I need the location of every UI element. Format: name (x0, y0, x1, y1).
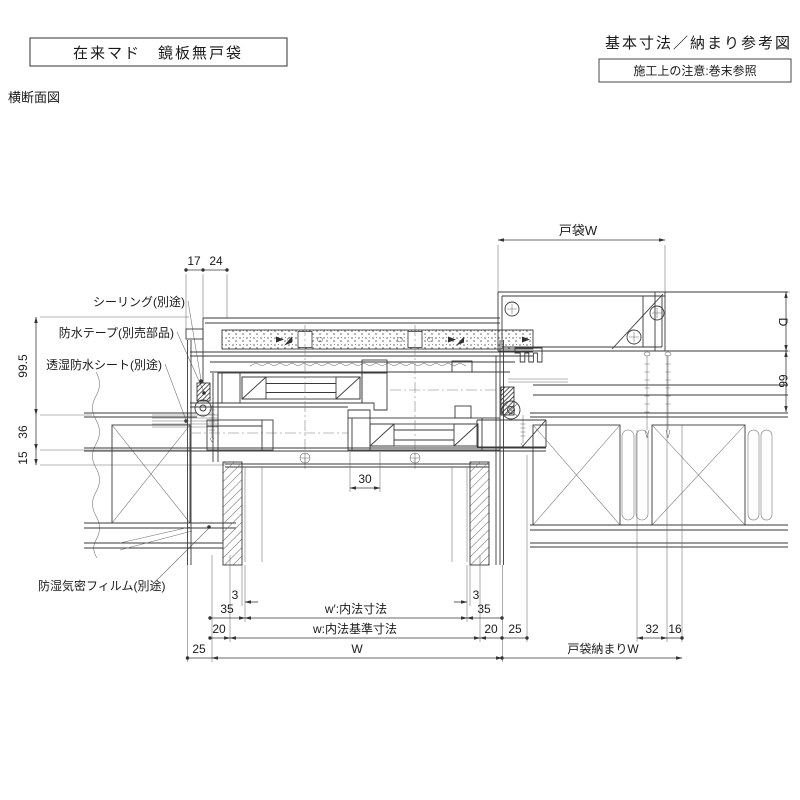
pocket-screws (504, 301, 665, 345)
interior-trim-right (469, 461, 490, 566)
dim-32: 32 (645, 622, 659, 636)
label-moisture-sheet: 透湿防水シート(別途) (46, 357, 162, 372)
moisture-sheet-wavy-line (92, 371, 100, 559)
dim-66: 66 (776, 374, 790, 388)
dim-right-column: D 66 (670, 291, 790, 413)
dim-left-column: 99.5 36 15 (16, 316, 225, 466)
mohair-line (249, 362, 467, 367)
label-pocket-w: 戸袋W (559, 223, 598, 238)
construction-note: 施工上の注意:巻末参照 (633, 63, 756, 78)
dim-3-right: 3 (473, 588, 480, 602)
screw-left (209, 405, 215, 443)
dim-w-total: W (351, 642, 363, 656)
view-label: 横断面図 (8, 90, 60, 105)
dim-20-right: 20 (484, 622, 498, 636)
dim-30: 30 (349, 452, 381, 492)
sealing-block-left (196, 382, 211, 402)
dim-top: 17 24 (184, 254, 229, 330)
dim-24: 24 (209, 254, 223, 268)
dim-99-5: 99.5 (16, 354, 30, 378)
pocket-mouth-guide (514, 347, 543, 363)
dim-depth-d: D (776, 318, 790, 327)
sealing-block-right (500, 386, 515, 416)
dim-bottom: 3 3 35 w′:内法寸法 35 20 w:内法基準寸法 20 25 32 1… (185, 355, 684, 662)
dim-17: 17 (187, 254, 201, 268)
dim-35-right: 35 (477, 602, 491, 616)
part-labels: シーリング(別途) 防水テープ(別売部品) 透湿防水シート(別途) 防湿気密フィ… (38, 294, 211, 593)
right-title: 基本寸法／納まり参考図 (605, 35, 792, 52)
title-box-label: 在来マド 鏡板無戸袋 (73, 44, 243, 62)
header: 在来マド 鏡板無戸袋 横断面図 基本寸法／納まり参考図 施工上の注意:巻末参照 (8, 35, 792, 105)
label-waterproof-tape: 防水テープ(別売部品) (59, 325, 174, 340)
dim-25-left: 25 (192, 642, 206, 656)
anchor-screws (643, 351, 672, 439)
fastener-symbols (299, 452, 421, 464)
right-wall-section (530, 384, 788, 548)
dim-25-right: 25 (508, 622, 522, 636)
shutter-pocket (497, 291, 788, 439)
dim-w-base: w:内法基準寸法 (312, 621, 397, 636)
inner-sash (347, 409, 501, 451)
dim-pocket-fit-w: 戸袋納まりW (567, 642, 639, 656)
dim-35-left: 35 (220, 602, 234, 616)
label-sealing: シーリング(別途) (93, 294, 185, 309)
dim-15: 15 (16, 451, 30, 465)
label-vapor-film: 防湿気密フィルム(別途) (38, 578, 166, 593)
window-frame-section (84, 317, 568, 566)
dim-3-left: 3 (232, 588, 239, 602)
dim-36: 36 (16, 425, 30, 439)
dim-30-label: 30 (358, 472, 372, 486)
outer-sash (217, 372, 388, 411)
dim-w-inner: w′:内法寸法 (324, 602, 387, 616)
dim-pocket-w: 戸袋W (497, 223, 666, 292)
interior-trim-left (222, 461, 243, 566)
left-wall-section (84, 371, 236, 559)
dim-16: 16 (668, 622, 682, 636)
dim-20-left: 20 (212, 622, 226, 636)
